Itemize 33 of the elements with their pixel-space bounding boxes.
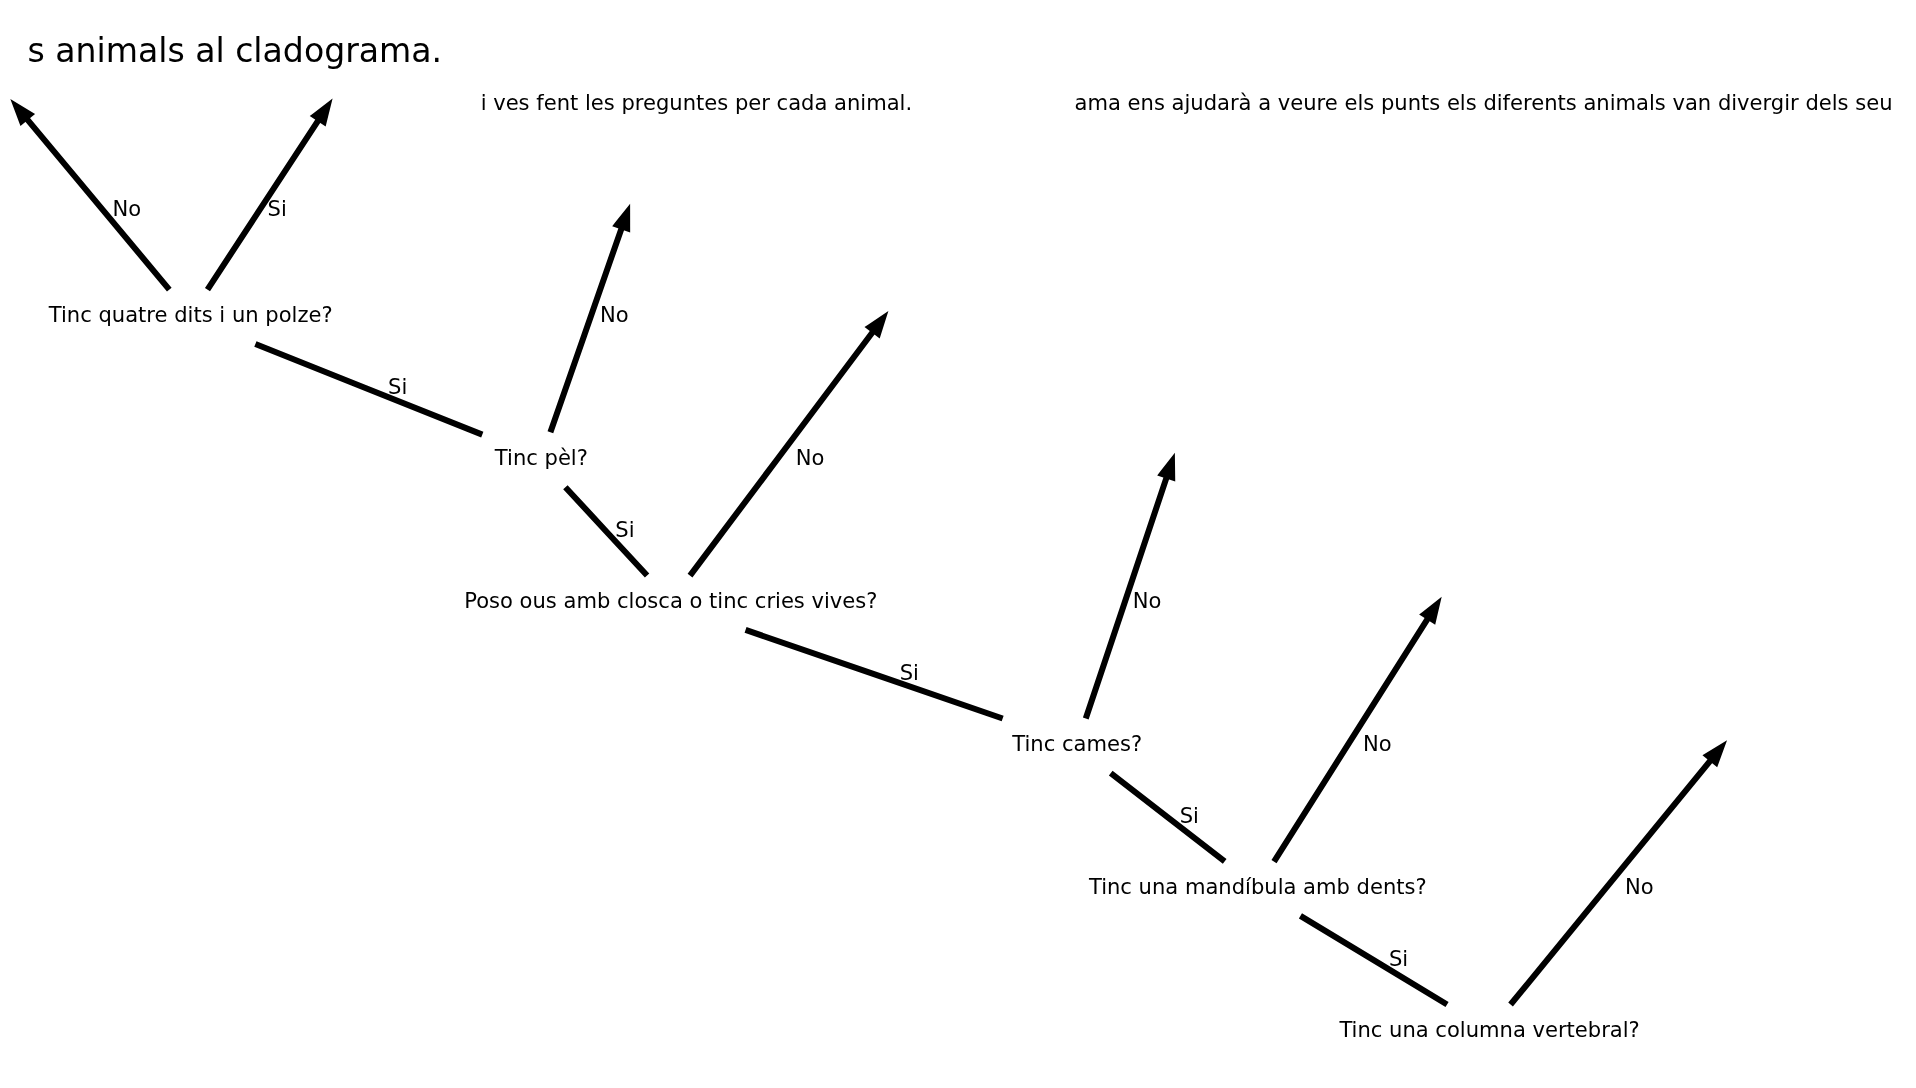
connector [253,341,483,438]
edge-label: Si [1179,802,1199,828]
edge-label: Si [267,196,287,222]
arrow [1270,596,1442,864]
diagram-title: s animals al cladograma. [26,30,442,70]
node-text: Tinc cames? [1011,731,1142,757]
connector [1108,770,1226,864]
node-text: Tinc pèl? [494,445,588,471]
arrow [687,311,888,578]
edge-label: Si [387,373,407,399]
edge-label: Si [899,659,919,685]
arrow [1507,740,1727,1007]
connector [1298,913,1449,1008]
arrow [1082,452,1175,720]
connector [562,485,649,578]
arrow [9,99,172,292]
arrow [547,203,630,434]
connector [744,627,1004,722]
node-text: Tinc una columna vertebral? [1338,1017,1640,1043]
edge-label: No [111,196,141,222]
edge-label: No [1624,874,1654,900]
edge-label: No [1132,588,1162,614]
node-text: Tinc una mandíbula amb dents? [1088,874,1427,900]
edge-label: Si [1388,945,1408,971]
node-text: Tinc quatre dits i un polze? [48,302,333,328]
label: ama ens ajudarà a veure els punts els diferents animals van divergir dels seu [1074,90,1893,116]
label: i ves fent les preguntes per cada animal. [480,90,912,116]
node-text: Poso ous amb closca o tinc cries vives? [463,588,877,614]
edge-label: No [795,445,824,471]
edge-label: Si [614,516,635,542]
arrow [204,98,333,292]
edge-label: No [599,302,629,328]
edge-label: No [1362,731,1392,757]
